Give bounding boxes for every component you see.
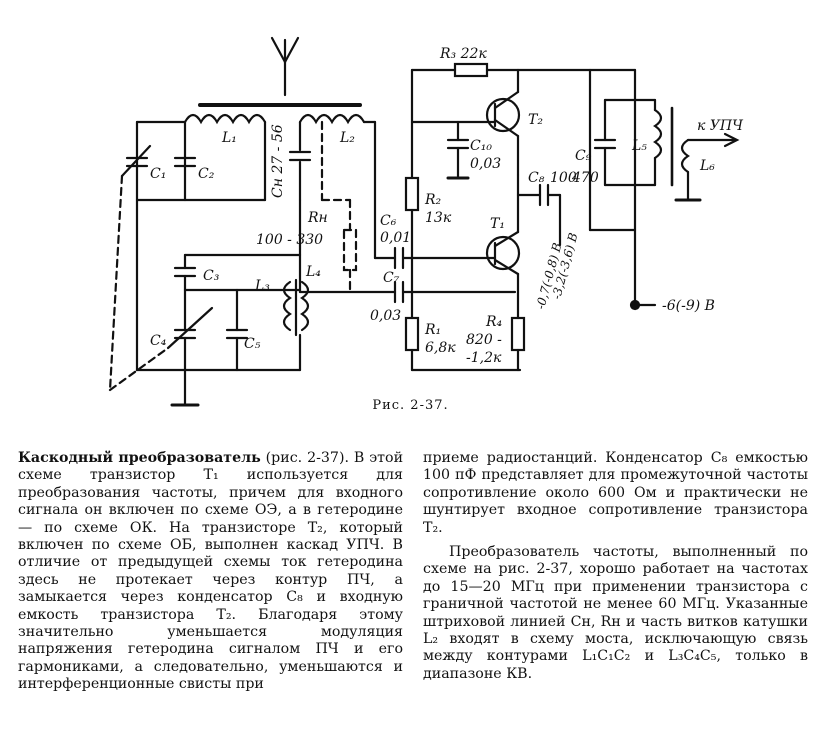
label-l1: L₁	[221, 130, 237, 146]
resistor-r4	[510, 316, 526, 352]
resistor-rn-dashed	[320, 120, 358, 294]
capacitor-c4	[166, 306, 214, 350]
label-r1-value: 6,8к	[425, 340, 456, 356]
right-paragraph-2: Преобразователь частоты, выполненный по …	[423, 544, 808, 682]
label-rn: Rн	[307, 210, 328, 226]
figure-reference: (рис. 2-37).	[260, 450, 349, 466]
label-r3: R₃ 22к	[439, 46, 487, 62]
capacitor-c6	[393, 246, 405, 270]
capacitor-c9	[593, 138, 617, 150]
label-r2-value: 13к	[425, 210, 452, 226]
label-t2: T₂	[528, 112, 543, 128]
label-r4-value-2: -1,2к	[466, 350, 502, 366]
label-c6: C₆	[380, 213, 397, 229]
label-rn-value: 100 - 330	[256, 232, 323, 248]
label-cn: Cн 27 - 56	[270, 124, 286, 198]
resistor-r1	[404, 316, 420, 352]
label-c9: C₉	[575, 148, 592, 164]
label-l4: L₄	[305, 264, 321, 280]
label-l3: L₃	[254, 278, 270, 294]
capacitor-c1	[120, 144, 152, 178]
left-column: Каскодный преобразователь (рис. 2-37). В…	[18, 450, 403, 694]
capacitor-c10	[446, 138, 470, 150]
right-paragraph-1: приеме радиостанций. Конденсатор C₈ емко…	[423, 450, 808, 536]
label-t1: T₁	[490, 216, 505, 232]
label-c1: C₁	[150, 166, 166, 182]
left-paragraph-body: В этой схеме транзистор T₁ используется …	[18, 450, 404, 693]
label-r2: R₂	[424, 192, 442, 208]
label-r4: R₄	[485, 314, 503, 330]
label-c8-value: 100	[550, 170, 577, 186]
label-c9-value: 470	[571, 170, 599, 186]
coil-l2	[298, 113, 377, 260]
capacitor-c3	[173, 266, 197, 278]
label-supply-voltage: -6(-9) В	[662, 298, 715, 314]
label-r1: R₁	[424, 322, 441, 338]
left-paragraph: Каскодный преобразователь (рис. 2-37). В…	[18, 450, 403, 694]
label-c3: C₃	[203, 268, 220, 284]
antenna-symbol	[270, 36, 300, 97]
label-c10-value: 0,03	[470, 156, 501, 172]
resistor-r3	[453, 62, 489, 78]
label-c2: C₂	[198, 166, 215, 182]
label-c6-value: 0,01	[380, 230, 411, 246]
section-title: Каскодный преобразователь	[18, 450, 261, 466]
circuit-schematic: R₃ 22к T₂ C₁₀ 0,03 C₉ 470 L₅ L₆ к УПЧ C₈…	[108, 36, 744, 407]
label-c4: C₄	[150, 333, 167, 349]
label-c7-value: 0,03	[370, 308, 401, 324]
transistor-t1	[485, 235, 521, 271]
body-text: Каскодный преобразователь (рис. 2-37). В…	[18, 450, 808, 694]
coil-l5	[653, 98, 663, 187]
label-c10: C₁₀	[470, 138, 492, 154]
right-column: приеме радиостанций. Конденсатор C₈ емко…	[423, 450, 808, 694]
capacitor-cn	[288, 120, 312, 294]
label-r4-value: 820 -	[466, 332, 502, 348]
label-c8: C₈	[528, 170, 545, 186]
coil-l1	[135, 113, 267, 202]
capacitor-c2	[173, 156, 197, 168]
resistor-r2	[404, 176, 420, 212]
label-upch: к УПЧ	[697, 118, 744, 134]
label-c5: C₅	[244, 336, 261, 352]
capacitor-c8	[538, 183, 550, 207]
coil-l6	[674, 138, 737, 202]
label-l2: L₂	[339, 130, 355, 146]
label-c7: C₇	[383, 270, 400, 286]
label-l6: L₆	[699, 158, 715, 174]
transistor-t2	[485, 97, 521, 133]
coil-l3-l4	[282, 278, 310, 337]
label-l5: L₅	[631, 138, 647, 154]
figure-caption: Рис. 2-37.	[372, 398, 449, 413]
